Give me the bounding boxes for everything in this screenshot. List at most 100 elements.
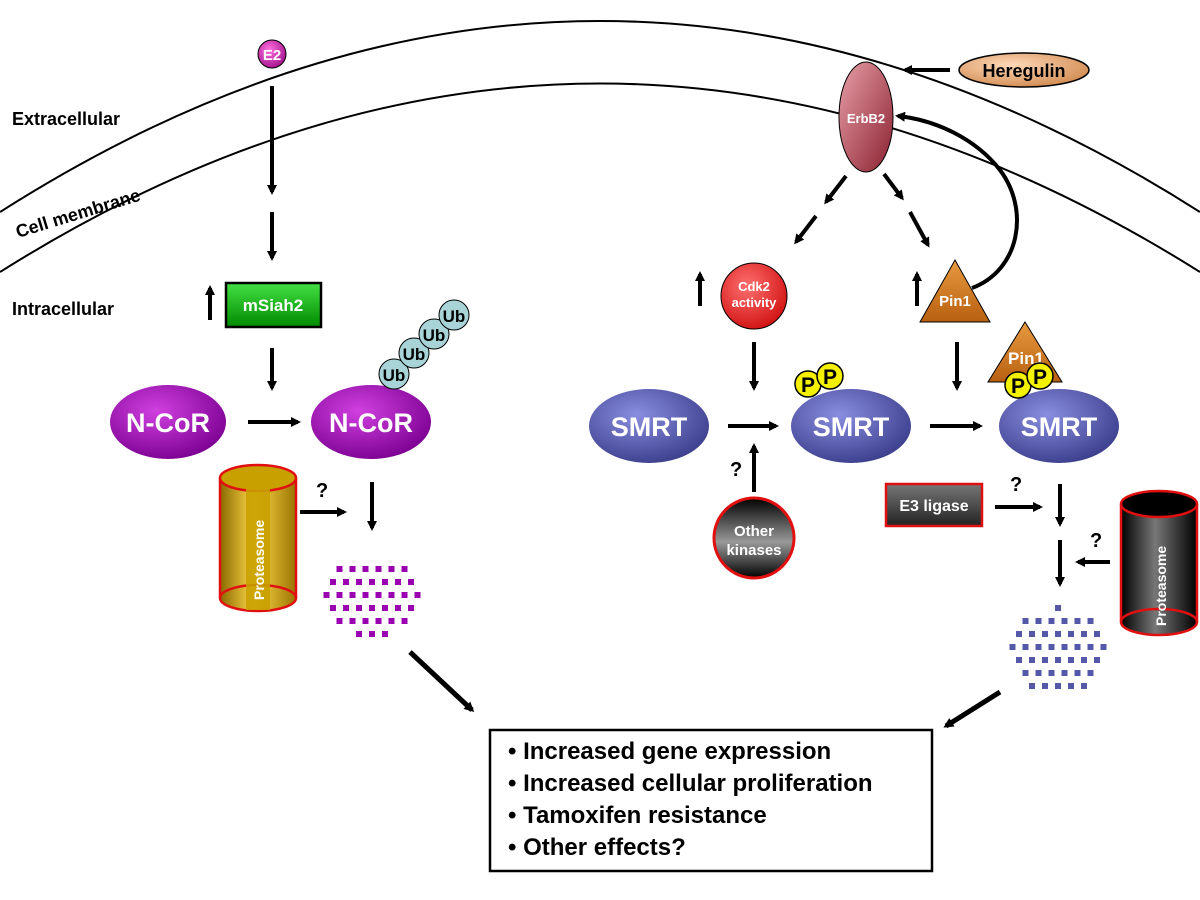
phospho-4: P <box>1026 362 1054 390</box>
protein-fragment <box>388 566 395 572</box>
ub-3: Ub <box>418 318 450 350</box>
protein-fragment <box>330 605 336 611</box>
protein-fragment <box>375 566 382 572</box>
protein-fragment <box>356 631 362 637</box>
ub-label-2: Ub <box>403 345 426 364</box>
protein-fragment <box>401 618 408 624</box>
protein-fragment <box>1022 618 1029 624</box>
other-kinases-node: Other kinases <box>712 496 796 580</box>
degradation-fragments-right <box>1009 605 1107 689</box>
protein-fragment <box>356 605 362 611</box>
arrow-erbb2-to-cdk2-b <box>794 214 818 245</box>
e2-label: E2 <box>263 47 281 64</box>
protein-fragment <box>343 605 349 611</box>
protein-fragment <box>401 566 408 572</box>
phospho-2: P <box>816 362 844 390</box>
arrow-right-to-outcomes <box>943 689 1002 729</box>
protein-fragment <box>1035 618 1042 624</box>
protein-fragment <box>375 592 382 598</box>
unknown-mark-e3: ? <box>1010 474 1022 496</box>
protein-fragment <box>1074 644 1081 650</box>
protein-fragment <box>369 605 375 611</box>
protein-fragment <box>1029 631 1035 637</box>
pin1-label: Pin1 <box>939 293 971 310</box>
cell-membrane-label: Cell membrane <box>13 185 142 242</box>
outcome-3: • Tamoxifen resistance <box>508 802 767 829</box>
protein-fragment <box>1081 683 1087 689</box>
cdk2-label-line1: Cdk2 <box>738 279 770 294</box>
heregulin-label: Heregulin <box>982 61 1065 81</box>
protein-fragment <box>1016 657 1022 663</box>
protein-fragment <box>375 618 382 624</box>
protein-fragment <box>408 605 414 611</box>
protein-fragment <box>1042 683 1048 689</box>
protein-fragment <box>1042 657 1048 663</box>
erbb2-receptor: ErbB2 <box>838 61 894 173</box>
arrow-erbb2-to-cdk2-a <box>824 174 848 205</box>
unknown-mark-proteasome-right: ? <box>1090 530 1102 552</box>
protein-fragment <box>343 579 349 585</box>
protein-fragment <box>1094 657 1100 663</box>
e3-ligase-box: E3 ligase <box>884 482 984 528</box>
protein-fragment <box>395 579 401 585</box>
protein-fragment <box>356 579 362 585</box>
protein-fragment <box>1094 631 1100 637</box>
protein-fragment <box>1068 657 1074 663</box>
protein-fragment <box>369 631 375 637</box>
protein-fragment <box>1022 644 1029 650</box>
phospho-label-3: P <box>1011 375 1025 398</box>
ub-label-4: Ub <box>443 307 466 326</box>
ncor-label-1: N-CoR <box>126 408 210 438</box>
protein-fragment <box>382 631 388 637</box>
protein-fragment <box>388 592 395 598</box>
proteasome-left-label: Proteasome <box>251 520 267 600</box>
e3-ligase-label: E3 ligase <box>899 498 968 515</box>
protein-fragment <box>1035 644 1042 650</box>
protein-fragment <box>362 618 369 624</box>
protein-fragment <box>1042 631 1048 637</box>
e2-node: E2 <box>257 39 287 69</box>
protein-fragment <box>1087 644 1094 650</box>
smrt-node-2: SMRT <box>791 389 911 463</box>
membrane-inner-curve <box>0 82 1200 273</box>
outcomes-box: • Increased gene expression • Increased … <box>488 728 934 873</box>
protein-fragment <box>382 605 388 611</box>
ub-4: Ub <box>438 299 470 331</box>
extracellular-label: Extracellular <box>12 109 120 129</box>
ub-label-1: Ub <box>383 366 406 385</box>
heregulin-node: Heregulin <box>958 52 1090 88</box>
unknown-mark-kinases: ? <box>730 459 742 481</box>
protein-fragment <box>336 618 343 624</box>
ub-2: Ub <box>398 337 430 369</box>
protein-fragment <box>408 579 414 585</box>
protein-fragment <box>362 592 369 598</box>
protein-fragment <box>1035 670 1042 676</box>
protein-fragment <box>1055 657 1061 663</box>
pin1-node: Pin1 <box>919 258 991 323</box>
protein-fragment <box>336 592 343 598</box>
protein-fragment <box>1100 644 1107 650</box>
protein-fragment <box>1068 683 1074 689</box>
phospho-1: P <box>794 370 822 398</box>
protein-fragment <box>1016 631 1022 637</box>
ncor-node-2: N-CoR <box>311 385 431 459</box>
outcome-4: • Other effects? <box>508 834 686 861</box>
protein-fragment <box>382 579 388 585</box>
phospho-label-2: P <box>823 366 837 389</box>
protein-fragment <box>1022 670 1029 676</box>
protein-fragment <box>1081 657 1087 663</box>
protein-fragment <box>362 566 369 572</box>
protein-fragment <box>388 618 395 624</box>
protein-fragment <box>1087 618 1094 624</box>
ub-label-3: Ub <box>423 326 446 345</box>
arrow-erbb2-to-pin1-b <box>908 211 930 248</box>
msiah2-label: mSiah2 <box>243 296 303 315</box>
protein-fragment <box>401 592 408 598</box>
protein-fragment <box>1009 644 1016 650</box>
cdk2-label-line2: activity <box>732 295 778 310</box>
protein-fragment <box>1048 644 1055 650</box>
arrow-erbb2-to-pin1-a <box>882 172 904 201</box>
protein-fragment <box>1061 644 1068 650</box>
protein-fragment <box>1074 670 1081 676</box>
